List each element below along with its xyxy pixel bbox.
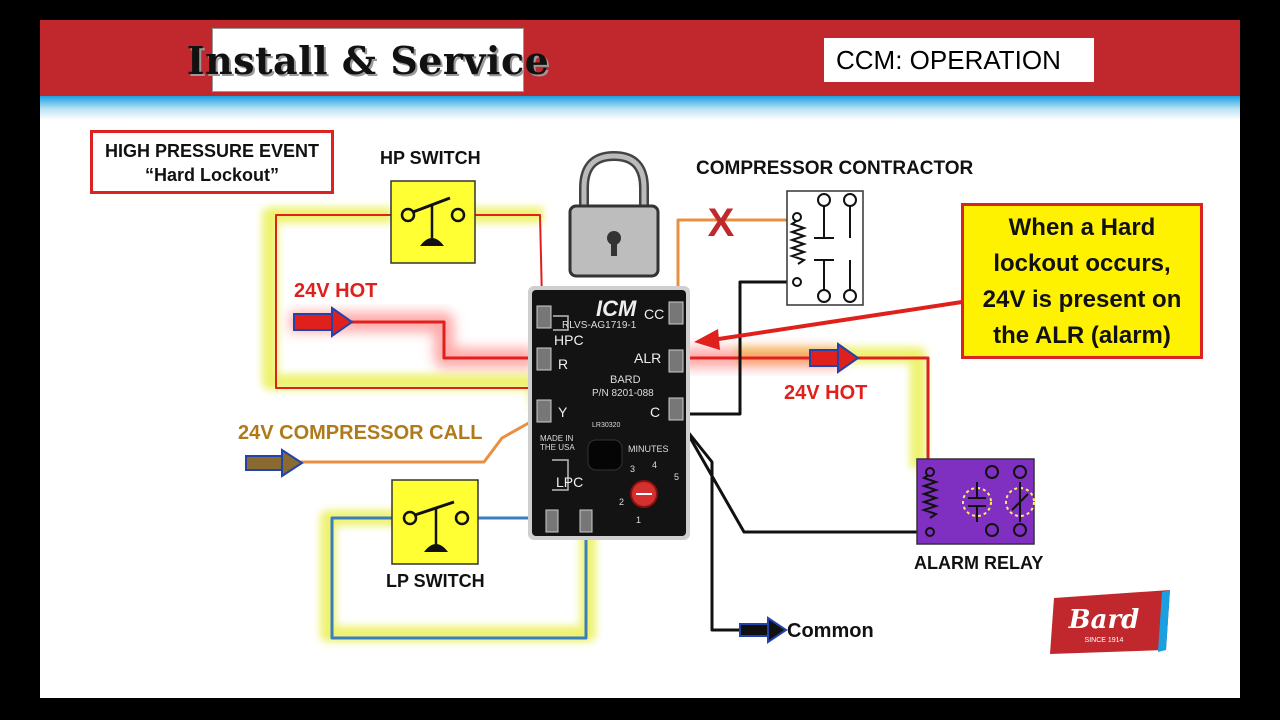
fault-mark: X xyxy=(708,201,735,245)
event-subtitle: “Hard Lockout” xyxy=(144,165,279,185)
callout-line-4: the ALR (alarm) xyxy=(993,322,1171,349)
terminal-hpc: HPC xyxy=(554,332,584,348)
compressor-contractor-label: COMPRESSOR CONTRACTOR xyxy=(696,158,974,179)
terminal-y: Y xyxy=(558,404,568,420)
arrow-24v-hot-right xyxy=(809,342,860,374)
lp-switch-label: LP SWITCH xyxy=(386,571,485,591)
page-title: Install & Service xyxy=(186,37,550,83)
title-box: Install & Service xyxy=(187,28,549,92)
dial-number-4: 4 xyxy=(652,460,658,470)
terminal-r: R xyxy=(558,356,569,372)
hp-switch xyxy=(390,180,476,264)
header-stripe xyxy=(40,96,1240,120)
common-label: Common xyxy=(787,620,874,642)
page-subtitle: CCM: OPERATION xyxy=(836,44,1061,75)
slide: Install & Service CCM: OPERATION HIGH PR… xyxy=(40,20,1240,698)
terminal-cc: CC xyxy=(644,306,665,322)
module-made-in-2: THE USA xyxy=(540,443,575,452)
arrow-common xyxy=(739,616,788,644)
hp-switch-label: HP SWITCH xyxy=(380,148,481,168)
lp-switch xyxy=(391,479,479,565)
terminal-lpc: LPC xyxy=(556,474,584,490)
callout-line-1: When a Hard xyxy=(1008,214,1156,241)
module-maker: BARD xyxy=(610,374,641,386)
event-title: HIGH PRESSURE EVENT xyxy=(104,141,320,161)
compressor-contactor xyxy=(786,190,864,306)
callout-line-3: 24V is present on xyxy=(982,286,1182,313)
logo-name: Bard xyxy=(1068,605,1140,635)
bard-logo: Bard SINCE 1914 xyxy=(1050,590,1170,654)
module-cert: LR30320 xyxy=(592,422,621,429)
dial-number-5: 5 xyxy=(674,472,680,482)
module-minutes-label: MINUTES xyxy=(628,444,669,454)
dial-number-2: 2 xyxy=(619,497,625,507)
wiring-diagram: X xyxy=(245,150,1035,644)
alarm-relay xyxy=(916,458,1035,545)
hot-24v-right-label: 24V HOT xyxy=(784,382,868,404)
dial-number-1: 1 xyxy=(636,515,642,525)
compressor-call-label: 24V COMPRESSOR CALL xyxy=(238,422,483,444)
callout-box: When a Hard lockout occurs, 24V is prese… xyxy=(961,203,1203,359)
arrow-compressor-call xyxy=(245,448,304,478)
module-model: RLVS-AG1719-1 xyxy=(562,320,637,331)
dial-number-3: 3 xyxy=(630,464,636,474)
wires xyxy=(275,214,930,640)
module-part-number: P/N 8201-088 xyxy=(592,388,654,399)
ccm-module xyxy=(528,286,690,540)
padlock-icon xyxy=(568,150,660,278)
module-brand: ICM xyxy=(596,296,637,321)
terminal-alr: ALR xyxy=(634,350,662,366)
alarm-relay-label: ALARM RELAY xyxy=(914,553,1044,573)
hot-24v-left-label: 24V HOT xyxy=(294,280,378,302)
callout-line-2: lockout occurs, xyxy=(993,250,1171,277)
module-made-in: MADE IN xyxy=(540,434,574,443)
arrow-24v-hot-left xyxy=(293,306,354,338)
event-box: HIGH PRESSURE EVENT “Hard Lockout” xyxy=(90,130,334,194)
callout-pointer-arrow xyxy=(694,300,963,350)
logo-tagline: SINCE 1914 xyxy=(1085,637,1124,644)
terminal-c: C xyxy=(650,404,661,420)
subtitle-box: CCM: OPERATION xyxy=(824,38,1094,82)
